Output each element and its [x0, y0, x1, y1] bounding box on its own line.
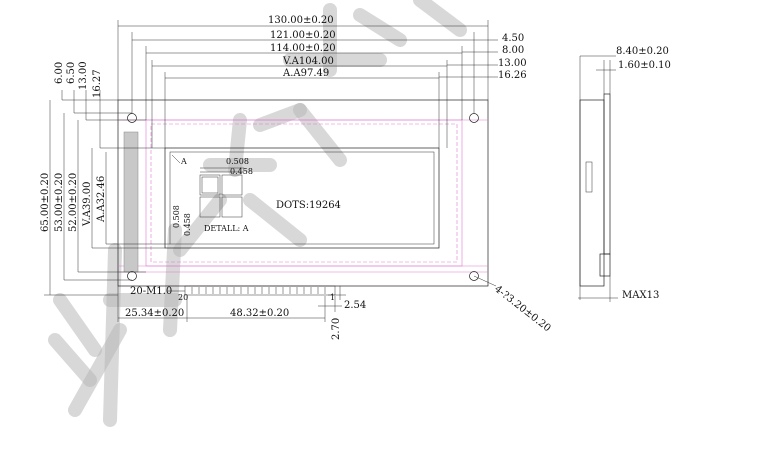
detail-dot-v: 0.458: [183, 213, 192, 236]
viewing-area: [164, 147, 440, 249]
dim-height-65: 65.00±0.20: [40, 173, 51, 232]
dim-hole-span: 121.00±0.20: [270, 30, 336, 41]
side-body: [579, 99, 605, 287]
right-offsets: 4.50 8.00 13.00 16.26: [439, 33, 527, 81]
detail-pitch-v: 0.508: [172, 205, 181, 228]
dim-pin-pitch: 2.54: [344, 300, 366, 311]
dim-view-area: V.A104.00: [282, 56, 334, 67]
left-offsets: 6.00 6.50 13.00 16.27: [54, 61, 165, 149]
mount-hole-br: [469, 271, 479, 281]
side-connector: [599, 253, 611, 277]
pins-label: 20-M1.0: [130, 286, 172, 297]
dim-bezel-width: 114.00±0.20: [270, 43, 336, 54]
side-thickness: 8.40±0.20: [616, 46, 669, 57]
dim-overall-width: 130.00±0.20: [268, 15, 334, 26]
offset-13-00: 13.00: [498, 58, 527, 69]
dim-active-height: A.A32.46: [96, 176, 107, 223]
dim-view-height: V.A39.00: [82, 181, 93, 227]
offset-16-26: 16.26: [498, 70, 527, 81]
detail-a: A 0.508 0.458 0.508 0.458 DETALL: A: [171, 154, 253, 236]
mount-hole-bl: [127, 271, 137, 281]
watermark: [48, 0, 467, 427]
backlight-strip: [123, 131, 139, 273]
side-pcb-thickness: 1.60±0.10: [618, 60, 671, 71]
bottom-dimensions: 20-M1.0 20 1 25.34±0.20 48.32±0.20 2.54 …: [117, 275, 553, 340]
active-area: [169, 151, 435, 245]
dim-active-area: A.A97.49: [282, 68, 329, 79]
detail-pitch-h: 0.508: [226, 157, 249, 166]
dim-pin-height: 2.70: [331, 318, 342, 340]
dim-left-offset: 25.34±0.20: [125, 308, 184, 319]
vertical-dimensions: 65.00±0.20 53.00±0.20 52.00±0.20 V.A39.0…: [40, 100, 170, 296]
offset-left-6-50: 6.50: [66, 62, 77, 84]
mount-hole-tr: [469, 113, 479, 123]
pin-last: 20: [178, 293, 188, 302]
offset-left-6-00: 6.00: [54, 62, 65, 84]
side-pcb: [603, 93, 611, 255]
side-view: 8.40±0.20 1.60±0.10 MAX13: [578, 46, 671, 302]
dots-label: DOTS:19264: [276, 200, 341, 211]
dim-height-53: 53.00±0.20: [54, 173, 65, 232]
side-slot: [585, 161, 593, 193]
dim-holes: 4-?3.20±0.20: [492, 284, 552, 335]
detail-marker: A: [180, 157, 187, 166]
dim-pin-span: 48.32±0.20: [230, 308, 289, 319]
bezel-inner: [150, 123, 458, 263]
mount-hole-tl: [127, 113, 137, 123]
pin-row: [191, 287, 326, 294]
offset-left-16-27: 16.27: [92, 69, 103, 98]
front-view: DOTS:19264: [117, 99, 489, 296]
offset-4-50: 4.50: [502, 33, 524, 44]
pin-one: 1: [330, 293, 335, 302]
dim-height-52: 52.00±0.20: [68, 173, 79, 232]
offset-8-00: 8.00: [502, 45, 524, 56]
offset-left-13-00: 13.00: [78, 61, 89, 90]
top-dimensions: 130.00±0.20 121.00±0.20 114.00±0.20 V.A1…: [117, 15, 489, 148]
detail-label: DETALL: A: [204, 224, 249, 233]
detail-dot-h: 0.458: [230, 167, 253, 176]
pin-header: [184, 285, 336, 296]
side-max-height: MAX13: [622, 290, 659, 301]
